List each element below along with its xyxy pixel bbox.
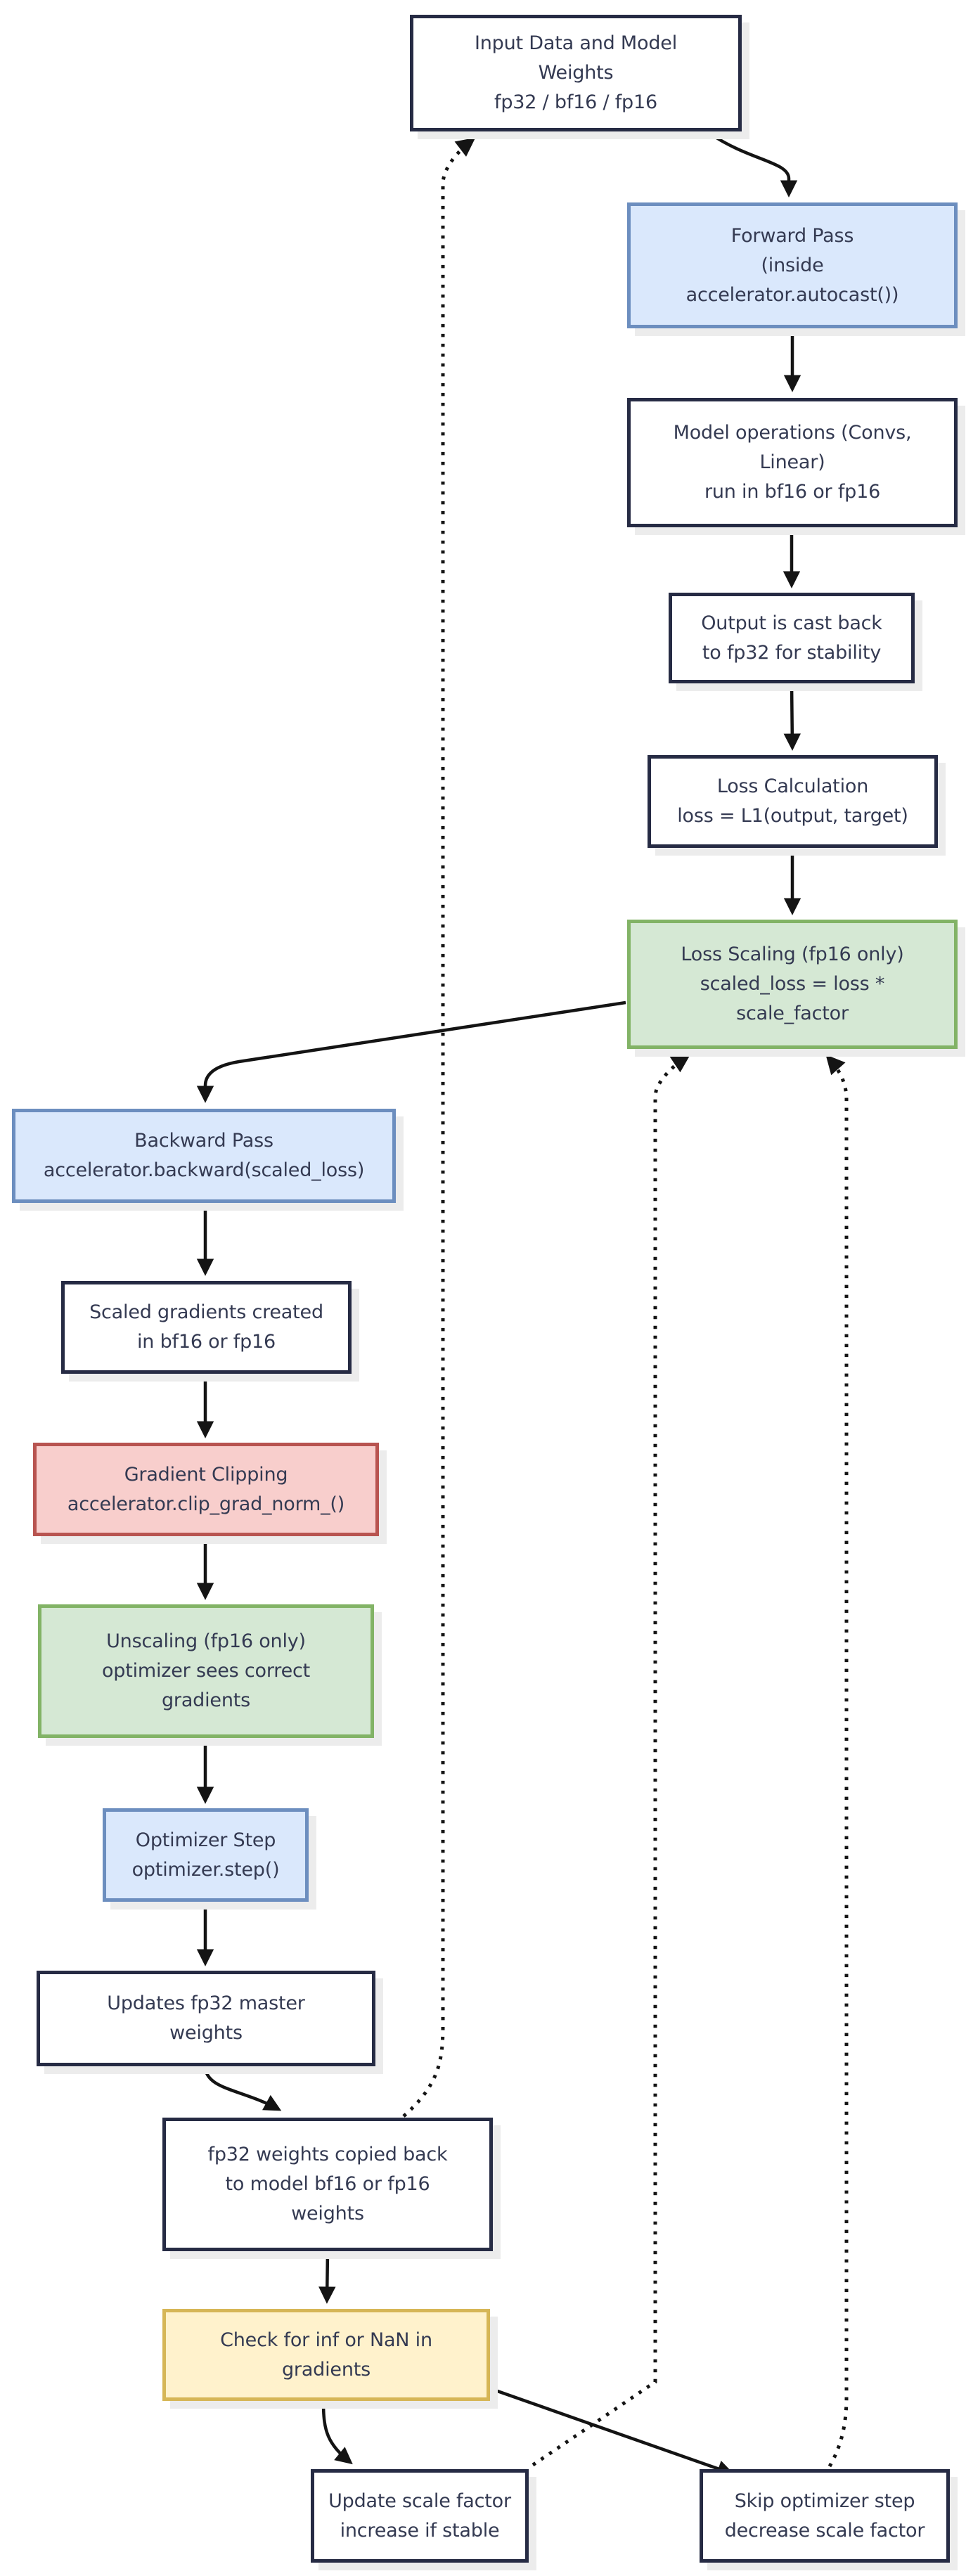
- node-text-line: Updates fp32 master: [107, 1992, 305, 2014]
- node-text-line: Forward Pass: [730, 224, 854, 247]
- node-model-operations: Model operations (Convs, Linear) run in …: [627, 398, 958, 527]
- node-text-line: Input Data and Model: [475, 32, 677, 54]
- edge-copyback-to-checknan: [318, 2252, 336, 2304]
- edge-lossscaling-to-backward: [196, 1000, 626, 1103]
- node-gradient-clipping: Gradient Clipping accelerator.clip_grad_…: [33, 1443, 379, 1536]
- node-text-line: weights: [291, 2203, 364, 2224]
- edge-checknan-to-updatescale: [321, 2402, 353, 2465]
- edge-skipstep-to-lossscaling-dotted: [825, 1054, 849, 2468]
- node-text-line: scaled_loss = loss *: [700, 973, 885, 995]
- node-text-line: decrease scale factor: [724, 2519, 925, 2542]
- node-text-line: scale_factor: [736, 1003, 849, 1024]
- node-unscaling: Unscaling (fp16 only) optimizer sees cor…: [38, 1604, 374, 1738]
- node-loss-scaling: Loss Scaling (fp16 only) scaled_loss = l…: [627, 920, 958, 1049]
- node-text-line: (inside: [761, 254, 824, 276]
- node-text-line: Skip optimizer step: [734, 2490, 915, 2512]
- node-text-line: Model operations (Convs,: [673, 422, 912, 444]
- node-text-line: Weights: [538, 62, 614, 84]
- node-text-line: increase if stable: [340, 2519, 500, 2542]
- node-text-line: to model bf16 or fp16: [225, 2173, 430, 2195]
- node-input-data: Input Data and Model Weights fp32 / bf16…: [410, 15, 742, 131]
- node-text-line: Scaled gradients created: [89, 1301, 323, 1323]
- node-text-line: Unscaling (fp16 only): [106, 1630, 306, 1652]
- node-text-line: Linear): [759, 451, 825, 473]
- node-text-line: optimizer sees correct: [101, 1660, 311, 1682]
- edge-input-to-forward: [709, 132, 798, 198]
- node-loss-calculation: Loss Calculation loss = L1(output, targe…: [648, 755, 938, 848]
- node-scaled-gradients: Scaled gradients created in bf16 or fp16: [61, 1281, 352, 1374]
- edge-updates-to-copyback: [203, 2066, 282, 2111]
- node-update-scale-factor: Update scale factor increase if stable: [311, 2469, 529, 2563]
- node-text-line: fp32 / bf16 / fp16: [494, 91, 657, 113]
- node-text-line: Optimizer Step: [135, 1829, 276, 1851]
- node-optimizer-step: Optimizer Step optimizer.step(): [103, 1808, 309, 1902]
- node-text-line: weights: [169, 2022, 243, 2044]
- edge-updatescale-to-lossscaling-dotted: [532, 1053, 691, 2467]
- node-copy-back-weights: fp32 weights copied back to model bf16 o…: [162, 2118, 493, 2251]
- node-text-line: Gradient Clipping: [124, 1463, 288, 1486]
- node-text-line: fp32 weights copied back: [207, 2144, 448, 2165]
- node-skip-optimizer-step: Skip optimizer step decrease scale facto…: [700, 2469, 950, 2563]
- node-text-line: to fp32 for stability: [702, 641, 882, 664]
- node-text-line: run in bf16 or fp16: [704, 481, 881, 503]
- node-text-line: Check for inf or NaN in: [220, 2329, 432, 2351]
- node-output-cast: Output is cast back to fp32 for stabilit…: [669, 593, 915, 683]
- node-text-line: accelerator.clip_grad_norm_(): [67, 1493, 345, 1515]
- node-text-line: accelerator.backward(scaled_loss): [43, 1159, 365, 1181]
- node-text-line: optimizer.step(): [131, 1858, 280, 1881]
- node-text-line: Backward Pass: [134, 1130, 273, 1152]
- node-text-line: accelerator.autocast()): [685, 283, 899, 306]
- node-text-line: gradients: [281, 2358, 371, 2381]
- node-text-line: Update scale factor: [328, 2490, 511, 2512]
- node-text-line: gradients: [161, 1689, 250, 1711]
- edge-copyback-to-input-dotted: [402, 137, 476, 2118]
- node-text-line: in bf16 or fp16: [137, 1331, 276, 1353]
- node-text-line: Loss Calculation: [716, 775, 869, 797]
- node-check-inf-nan: Check for inf or NaN in gradients: [162, 2309, 490, 2401]
- node-text-line: Output is cast back: [701, 612, 882, 634]
- node-updates-master-weights: Updates fp32 master weights: [37, 1971, 375, 2066]
- edge-checknan-to-skipstep: [491, 2387, 735, 2478]
- node-text-line: Loss Scaling (fp16 only): [681, 944, 904, 965]
- node-forward-pass: Forward Pass (inside accelerator.autocas…: [627, 202, 958, 328]
- node-backward-pass: Backward Pass accelerator.backward(scale…: [12, 1109, 396, 1203]
- node-text-line: loss = L1(output, target): [677, 805, 908, 827]
